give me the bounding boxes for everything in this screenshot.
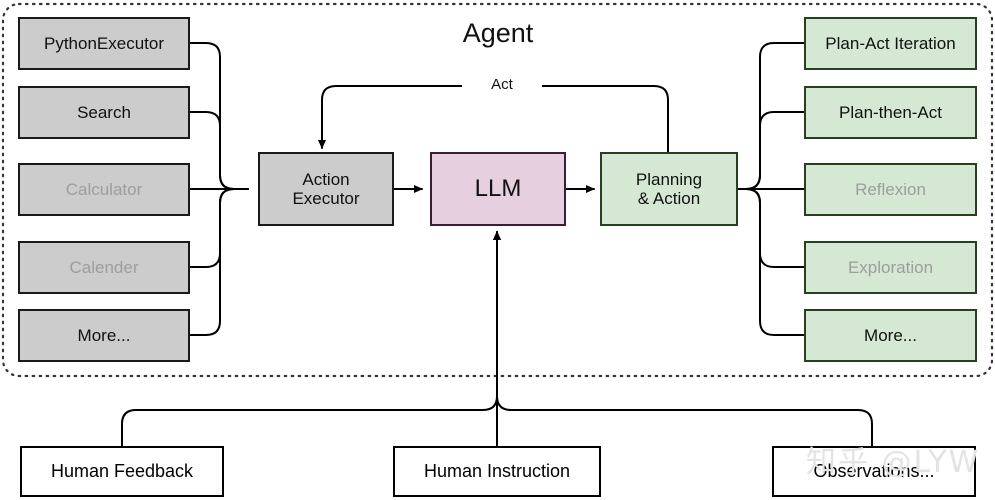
input-node-human-instruction[interactable]: Human Instruction — [393, 446, 601, 497]
input-label: Human Feedback — [50, 461, 194, 482]
page-title: Agent — [462, 18, 534, 48]
strategy-node-exploration[interactable]: Exploration — [804, 241, 977, 294]
edge-search — [189, 111, 249, 190]
edge-to-plan-then-act — [737, 111, 805, 190]
strategy-node-plan-then-act[interactable]: Plan-then-Act — [804, 86, 977, 139]
node-label: LLM — [474, 174, 522, 202]
edge-to-exploration — [737, 188, 805, 268]
node-label: Planning & Action — [635, 169, 703, 208]
strategy-node-more[interactable]: More... — [804, 309, 977, 362]
input-node-human-feedback[interactable]: Human Feedback — [20, 446, 224, 497]
watermark: 知乎 @LYW — [806, 445, 981, 480]
node-llm[interactable]: LLM — [430, 152, 566, 226]
edge-to-plan-act-iteration — [737, 42, 805, 190]
edge-act-loop — [318, 85, 669, 156]
strategy-node-reflexion[interactable]: Reflexion — [804, 163, 977, 216]
agent-boundary — [1, 2, 994, 378]
strategy-label: More... — [864, 325, 917, 345]
edge-human-feedback-to-llm — [121, 231, 501, 447]
input-node-observations[interactable]: Observations... — [772, 446, 976, 497]
tool-label: Calender — [69, 257, 139, 277]
tool-node-calculator[interactable]: Calculator — [18, 163, 190, 216]
strategy-label: Exploration — [847, 257, 934, 277]
edge-to-more-strategies — [737, 188, 805, 336]
tool-label: More... — [77, 325, 131, 345]
tool-node-more[interactable]: More... — [18, 309, 190, 362]
tool-node-calender[interactable]: Calender — [18, 241, 190, 294]
edge-label-act: Act — [462, 76, 542, 93]
strategy-label: Reflexion — [855, 179, 926, 199]
edge-more-tools — [189, 188, 249, 336]
tool-label: Search — [77, 102, 131, 122]
strategy-label: Plan-Act Iteration — [825, 33, 956, 53]
tool-label: PythonExecutor — [43, 33, 164, 53]
node-label: Action Executor — [292, 169, 360, 208]
tool-node-pythonexecutor[interactable]: PythonExecutor — [18, 17, 190, 70]
input-label: Observations... — [813, 461, 935, 482]
input-label: Human Instruction — [423, 461, 571, 482]
tool-label: Calculator — [65, 179, 143, 199]
node-action-executor[interactable]: Action Executor — [258, 152, 394, 226]
strategy-label: Plan-then-Act — [839, 102, 942, 122]
tool-node-search[interactable]: Search — [18, 86, 190, 139]
edge-observations-to-llm — [493, 231, 873, 447]
strategy-node-plan-act-iteration[interactable]: Plan-Act Iteration — [804, 17, 977, 70]
node-planning-and-action[interactable]: Planning & Action — [600, 152, 738, 226]
